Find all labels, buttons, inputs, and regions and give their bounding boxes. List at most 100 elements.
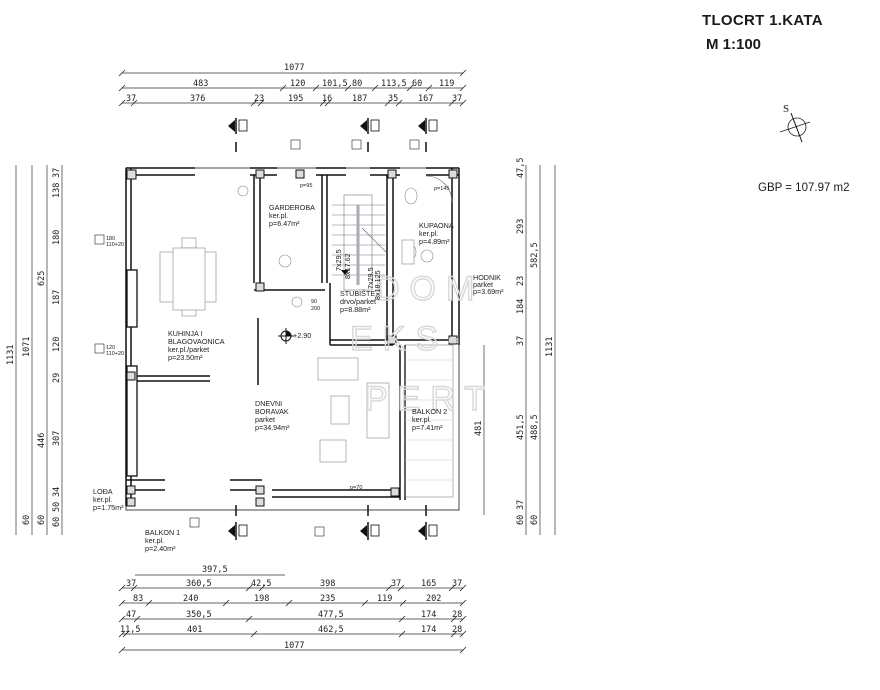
dim-top: 37 xyxy=(126,94,136,104)
window-west-2 xyxy=(126,365,138,477)
dim-top: 23 xyxy=(254,94,264,104)
svg-text:BORAVAK: BORAVAK xyxy=(255,407,289,416)
north-arrow-icon xyxy=(779,112,811,143)
dim-bottom: 235 xyxy=(320,594,335,604)
dim-bottom: 174 xyxy=(421,625,436,635)
dim-left: 60 xyxy=(52,517,62,527)
dim-right: 451,5 xyxy=(516,414,526,440)
toilet-icon xyxy=(404,187,418,205)
dim-left: 187 xyxy=(52,290,62,305)
dim-bottom: 37 xyxy=(126,579,136,589)
dim-bottom: 198 xyxy=(254,594,269,604)
room-balkon-2: BALKON 2 ker.pl. p=7.41m² xyxy=(412,407,447,432)
room-dnevni-boravak: DNEVNI BORAVAK parket p=34.94m² xyxy=(255,399,290,432)
dim-bottom: 37 xyxy=(391,579,401,589)
dim-top: 167 xyxy=(418,94,433,104)
opening-label: 120 xyxy=(106,345,115,351)
dim-bottom: 28 xyxy=(452,610,462,620)
opening-label: 110+20 xyxy=(106,351,124,357)
watermark-line-3: PERT xyxy=(365,380,495,418)
room-loda: LOĐA ker.pl. p=1.75m² xyxy=(93,487,124,512)
section-marks xyxy=(228,118,438,540)
dim-top: 195 xyxy=(288,94,303,104)
dim-right: 488,5 xyxy=(530,414,540,440)
drawing-title: TLOCRT 1.KATA xyxy=(702,12,823,29)
svg-text:p=1.75m²: p=1.75m² xyxy=(93,503,124,512)
dim-bottom: 119 xyxy=(377,594,392,604)
opening-tag xyxy=(314,526,325,537)
dim-bottom: 11,5 xyxy=(120,625,140,635)
dim-bottom: 350,5 xyxy=(186,610,212,620)
svg-text:BALKON 1: BALKON 1 xyxy=(145,528,180,537)
svg-text:parket: parket xyxy=(255,415,275,424)
svg-text:p=7.41m²: p=7.41m² xyxy=(412,423,443,432)
svg-text:drvo/parket: drvo/parket xyxy=(340,297,376,306)
svg-text:ker.pl.: ker.pl. xyxy=(93,495,112,504)
svg-text:LOĐA: LOĐA xyxy=(93,487,113,496)
watermark-line-1: DOM xyxy=(375,270,484,308)
svg-text:DNEVNI: DNEVNI xyxy=(255,399,282,408)
dim-bottom: 360,5 xyxy=(186,579,212,589)
dim-top: 113,5 xyxy=(381,79,407,89)
dim-bottom: 398 xyxy=(320,579,335,589)
dim-bottom: 83 xyxy=(133,594,143,604)
opening-label: p=95 xyxy=(300,183,312,189)
dim-right-inner: 481 xyxy=(474,421,484,436)
elevation-marker xyxy=(278,328,294,344)
dim-top: 35 xyxy=(388,94,398,104)
svg-text:ker.pl.: ker.pl. xyxy=(419,229,438,238)
svg-text:p=34.94m²: p=34.94m² xyxy=(255,423,290,432)
opening-label: 180 xyxy=(106,236,115,242)
dim-right: 60 xyxy=(516,515,526,525)
dim-right: 293 xyxy=(516,219,526,234)
opening-tag xyxy=(409,139,420,150)
column xyxy=(126,169,137,180)
svg-text:p=3.69m²: p=3.69m² xyxy=(473,287,504,296)
dim-bottom: 401 xyxy=(187,625,202,635)
staircase xyxy=(332,194,387,291)
compass-label: S xyxy=(783,103,789,115)
stair-arrow-icon xyxy=(341,270,349,275)
svg-text:p=23.50m²: p=23.50m² xyxy=(168,353,203,362)
svg-text:BALKON 2: BALKON 2 xyxy=(412,407,447,416)
opening-tag xyxy=(290,139,301,150)
coffee-table xyxy=(330,395,350,425)
dim-top: 119 xyxy=(439,79,454,89)
dim-top: 37 xyxy=(452,94,462,104)
dim-right: 60 xyxy=(530,515,540,525)
dim-left: 180 xyxy=(52,230,62,245)
svg-text:p=6.47m²: p=6.47m² xyxy=(269,219,300,228)
dim-left: 60 xyxy=(37,515,47,525)
dim-bottom: 42,5 xyxy=(251,579,271,589)
dim-bottom-overall: 1077 xyxy=(284,641,304,651)
opening-label: 90 xyxy=(311,299,317,305)
sofa-north xyxy=(317,357,359,381)
dim-left: 37 xyxy=(52,168,62,178)
room-stubiste: STUBIŠTE drvo/parket p=8.88m² xyxy=(340,289,376,314)
dim-left: 29 xyxy=(52,373,62,383)
svg-text:BLAGOVAONICA: BLAGOVAONICA xyxy=(168,337,225,346)
window-west-1 xyxy=(126,269,138,328)
room-garderoba: GARDEROBA ker.pl. p=6.47m² xyxy=(269,203,315,228)
opening-tag xyxy=(351,139,362,150)
room-balkon-1: BALKON 1 ker.pl. p=2.40m² xyxy=(145,528,180,553)
opening-label: p=70 xyxy=(350,485,362,491)
dim-top: 187 xyxy=(352,94,367,104)
svg-text:p=2.40m²: p=2.40m² xyxy=(145,544,176,553)
opening-label: p=145 xyxy=(434,186,449,192)
sofa-east xyxy=(366,382,390,439)
svg-text:ker.pl./parket: ker.pl./parket xyxy=(168,345,209,354)
dim-balcony: 397,5 xyxy=(202,565,228,575)
dim-top: 16 xyxy=(322,94,332,104)
gross-area-label: GBP = 107.97 m2 xyxy=(758,182,850,194)
room-hodnik: HODNIK parket p=3.69m² xyxy=(473,273,504,296)
dim-bottom: 462,5 xyxy=(318,625,344,635)
dim-top: 376 xyxy=(190,94,205,104)
dim-right: 37 xyxy=(516,500,526,510)
dim-left: 50 xyxy=(52,502,62,512)
dim-top-overall: 1077 xyxy=(284,63,304,73)
dining-table xyxy=(159,237,217,317)
svg-text:ker.pl.: ker.pl. xyxy=(412,415,431,424)
opening-label: 200 xyxy=(311,306,320,312)
